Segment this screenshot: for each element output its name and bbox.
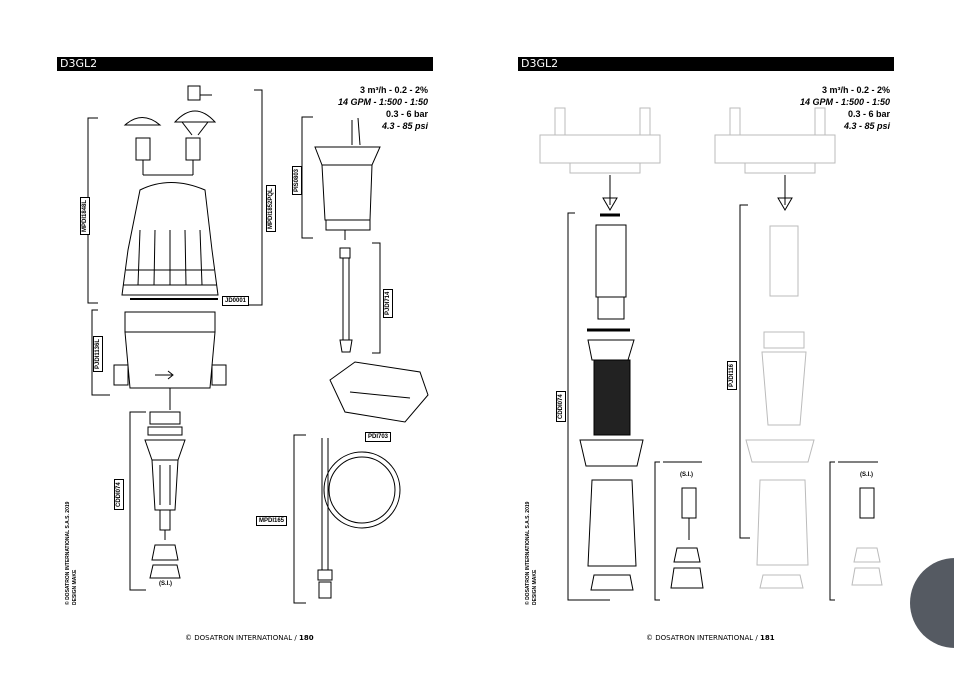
- right-page-title-text: D3GL2: [521, 57, 559, 70]
- cap-left: [123, 117, 162, 126]
- bracket-mpdi1852pql: [222, 89, 263, 306]
- label-cddi074-right: CDDI074: [556, 391, 566, 422]
- right-kit-detail: [579, 175, 875, 591]
- label-valve-si-right-a: (S.I.): [680, 472, 693, 478]
- label-jd0001: JD0001: [222, 296, 250, 306]
- right-copyright: © DOSATRON INTERNATIONAL S.A.S. 2019 DES…: [525, 502, 539, 605]
- upper-bell: [121, 182, 219, 296]
- label-pjdi116: PJDI116: [727, 360, 737, 390]
- bracket-mpdi165: [293, 434, 306, 604]
- bracket-cddi074-right: [567, 212, 610, 601]
- right-spec-pressure-psi: 4.3 - 85 psi: [843, 121, 890, 131]
- right-spec-pressure-bar: 0.3 - 6 bar: [847, 109, 890, 119]
- bracket-pjdi1136l: [91, 309, 110, 396]
- right-spec-ratio: 14 GPM - 1:500 - 1:50: [799, 97, 890, 107]
- left-spec-ratio: 14 GPM - 1:500 - 1:50: [337, 97, 428, 107]
- label-pjdi1136l: PJDI1136L: [93, 335, 103, 372]
- left-spec-block: 3 m³/h - 0.2 - 2% 14 GPM - 1:500 - 1:50 …: [290, 84, 428, 132]
- bracket-pjdi714: [372, 242, 381, 354]
- right-spec-block: 3 m³/h - 0.2 - 2% 14 GPM - 1:500 - 1:50 …: [752, 84, 890, 132]
- left-spec-pressure-bar: 0.3 - 6 bar: [385, 109, 428, 119]
- label-mpdi165: MPDI165: [256, 516, 288, 526]
- ghost-housings: [539, 107, 883, 589]
- left-spec-flow: 3 m³/h - 0.2 - 2%: [359, 85, 428, 95]
- main-body: [124, 331, 216, 389]
- left-copyright-line1: © DOSATRON INTERNATIONAL S.A.S. 2019: [65, 501, 71, 605]
- label-cddi074: CDDI074: [114, 479, 124, 510]
- label-mpdi1852pql: MPDI1852PQL: [266, 185, 276, 232]
- left-spec-pressure-psi: 4.3 - 85 psi: [381, 121, 428, 131]
- left-footer: © DOSATRON INTERNATIONAL / 180: [185, 634, 314, 642]
- right-copyright-line1: © DOSATRON INTERNATIONAL S.A.S. 2019: [525, 501, 531, 605]
- right-copyright-line2: DESIGN MAKE: [532, 569, 538, 605]
- bracket-cddi074: [129, 411, 146, 591]
- left-copyright: © DOSATRON INTERNATIONAL S.A.S. 2019 DES…: [65, 502, 79, 605]
- label-pdi703: PDI703: [365, 432, 392, 442]
- left-page-title-text: D3GL2: [60, 57, 98, 70]
- label-mpdi1848l: MPDI1848L: [80, 196, 90, 235]
- left-page-number: 180: [299, 634, 314, 642]
- bracket-pjdi116: [739, 204, 750, 539]
- cap-right: [173, 110, 217, 123]
- right-spec-flow: 3 m³/h - 0.2 - 2%: [821, 85, 890, 95]
- label-pjdi714: PJDI714: [383, 288, 393, 318]
- left-footer-text: © DOSATRON INTERNATIONAL /: [185, 634, 297, 642]
- left-page-title: D3GL2: [57, 57, 433, 71]
- label-pis0803: PIS0803: [292, 165, 302, 195]
- right-page-number: 181: [760, 634, 775, 642]
- bracket-pis0803: [301, 116, 313, 239]
- right-footer: © DOSATRON INTERNATIONAL / 181: [646, 634, 775, 642]
- right-page-title: D3GL2: [518, 57, 894, 71]
- right-footer-text: © DOSATRON INTERNATIONAL /: [646, 634, 758, 642]
- label-valve-si-left: (S.I.): [159, 581, 172, 587]
- left-copyright-line2: DESIGN MAKE: [72, 569, 78, 605]
- label-valve-si-right-b: (S.I.): [860, 472, 873, 478]
- wall-bracket: [329, 361, 429, 423]
